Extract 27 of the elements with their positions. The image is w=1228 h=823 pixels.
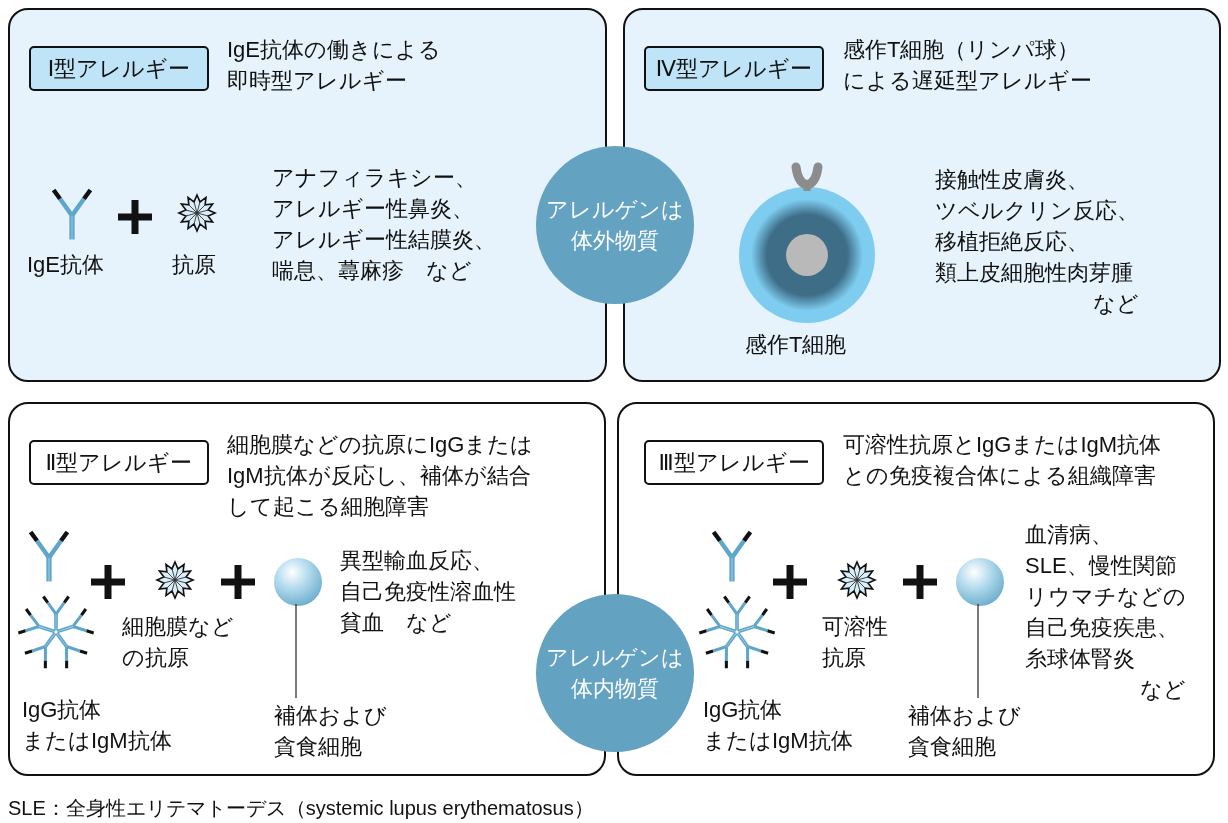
cell-label: 感作T細胞 xyxy=(745,331,847,359)
sphere xyxy=(956,558,1004,606)
disease-list: 異型輸血反応、自己免疫性溶血性貧血 など xyxy=(340,545,516,638)
antigen-label: 抗原 xyxy=(172,251,216,279)
type-tag: Ⅲ型アレルギー xyxy=(644,440,824,485)
caption-text: 補体および貪食細胞 xyxy=(274,700,387,762)
leader-line xyxy=(295,603,297,699)
panel-heading: 細胞膜などの抗原にIgGまたはIgM抗体が反応し、補体が結合して起こる細胞障害 xyxy=(227,431,534,521)
caption-text: 補体および貪食細胞 xyxy=(908,700,1021,762)
sphere xyxy=(274,558,322,606)
disease-list: 接触性皮膚炎、ツベルクリン反応、移植拒絶反応、類上皮細胞性肉芽腫など xyxy=(935,164,1139,319)
panel-heading: 感作T細胞（リンパ球）による遅延型アレルギー xyxy=(843,36,1092,95)
antibody-label: IgE抗体 xyxy=(27,251,105,279)
disease-list: 血清病、SLE、慢性関節リウマチなどの自己免疫疾患、糸球体腎炎など xyxy=(1025,519,1186,705)
type-tag: Ⅳ型アレルギー xyxy=(644,46,824,91)
antibody-label: IgG抗体またはIgM抗体 xyxy=(703,696,853,755)
antibody-label: IgG抗体またはIgM抗体 xyxy=(22,696,172,755)
antigen-label: 可溶性抗原 xyxy=(822,613,888,672)
panel-heading: 可溶性抗原とIgGまたはIgM抗体との免疫複合体による組織障害 xyxy=(843,431,1162,490)
panel-box xyxy=(617,402,1215,776)
type-tag: Ⅰ型アレルギー xyxy=(29,46,209,91)
antigen-label: 細胞膜などの抗原 xyxy=(122,613,234,672)
leader-line xyxy=(977,603,979,699)
type-tag: Ⅱ型アレルギー xyxy=(29,440,209,485)
panel-heading: IgE抗体の働きによる即時型アレルギー xyxy=(227,36,442,95)
disease-list: アナフィラキシー、アレルギー性鼻炎、アレルギー性結膜炎、喘息、蕁麻疹 など xyxy=(272,162,496,286)
footnote: SLE：全身性エリテマトーデス（systemic lupus erythematosus） xyxy=(8,796,594,820)
